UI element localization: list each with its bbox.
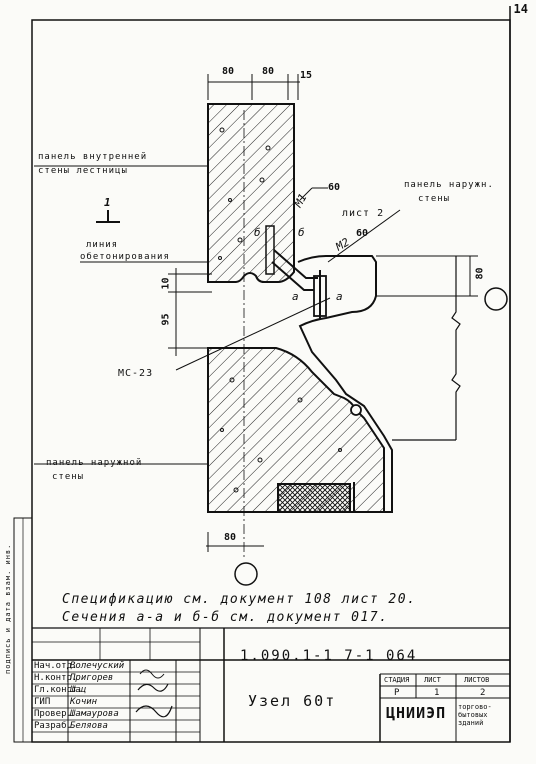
name-4: Кочин [70, 697, 98, 707]
dim-80-left: 80 [222, 66, 235, 77]
dim-10: 10 [160, 277, 172, 290]
dim-60-mid: 60 [356, 228, 369, 239]
section-a-left: а [292, 290, 299, 303]
role-1: Нач.отд. [34, 661, 78, 671]
name-5: Шамаурова [70, 709, 119, 719]
role-6: Разраб. [34, 721, 72, 731]
axis-marker-right [484, 287, 508, 311]
role-5: Провер. [34, 709, 72, 719]
role-3: Гл.конст. [34, 685, 83, 695]
note-sections: Сечения а-а и б-б см. документ 017. [62, 610, 389, 625]
name-1: Волечуский [70, 661, 125, 671]
sheet2-label: лист 2 [342, 208, 385, 219]
value-sheets: 2 [480, 688, 486, 698]
value-stage: Р [394, 688, 400, 698]
inner-panel-label-1: панель внутренней [38, 152, 148, 162]
outer-panel-right-label-2: стены [418, 194, 451, 204]
note-specification: Спецификацию см. документ 108 лист 20. [62, 592, 417, 607]
dim-80-right-side: 80 [474, 267, 486, 280]
building-type: торгово-бытовых зданий [458, 703, 492, 727]
name-6: Беляова [70, 721, 108, 731]
document-code: 1.090.1-1 7-1 064 [240, 648, 418, 664]
dim-95: 95 [160, 313, 172, 326]
organization: ЦНИИЭП [386, 704, 447, 722]
outer-wall-panel-right [297, 255, 393, 513]
header-sheets: ЛИСТОВ [464, 676, 490, 684]
section-arrow-1: 1 [104, 196, 111, 209]
name-3: Шац [70, 685, 87, 695]
section-b-left: б [254, 226, 261, 239]
role-2: Н.контр. [34, 673, 78, 683]
drawing-title: Узел 60т [248, 692, 337, 710]
dim-60-top: 60 [328, 182, 341, 193]
inner-panel-label-2: стены лестницы [38, 166, 128, 176]
header-stage: СТАДИЯ [384, 676, 410, 684]
name-2: Пригорев [70, 673, 114, 683]
inner-wall-panel [207, 103, 295, 283]
dim-80-right: 80 [262, 66, 275, 77]
concreting-line-label-2: обетонирования [80, 252, 170, 262]
outer-panel-lower-label-1: панель наружной [46, 458, 143, 468]
ms23-label: МС-23 [118, 368, 154, 379]
header-sheet: ЛИСТ [424, 676, 441, 684]
outer-panel-right-label-1: панель наружн. [404, 180, 494, 190]
role-4: ГИП [34, 697, 51, 707]
section-a-right: а [336, 290, 343, 303]
side-stamp: подпись и дата взам. инв. [4, 543, 12, 674]
insulation-block [277, 483, 351, 513]
dim-80-bottom: 80 [224, 532, 237, 543]
dim-15: 15 [300, 70, 313, 81]
value-sheet: 1 [434, 688, 440, 698]
section-b-right: б [298, 226, 305, 239]
axis-marker-bottom [234, 562, 258, 586]
outer-panel-lower-label-2: стены [52, 472, 85, 482]
concreting-line-label-1: линия [86, 240, 119, 250]
sheet-number: 14 [513, 2, 528, 16]
